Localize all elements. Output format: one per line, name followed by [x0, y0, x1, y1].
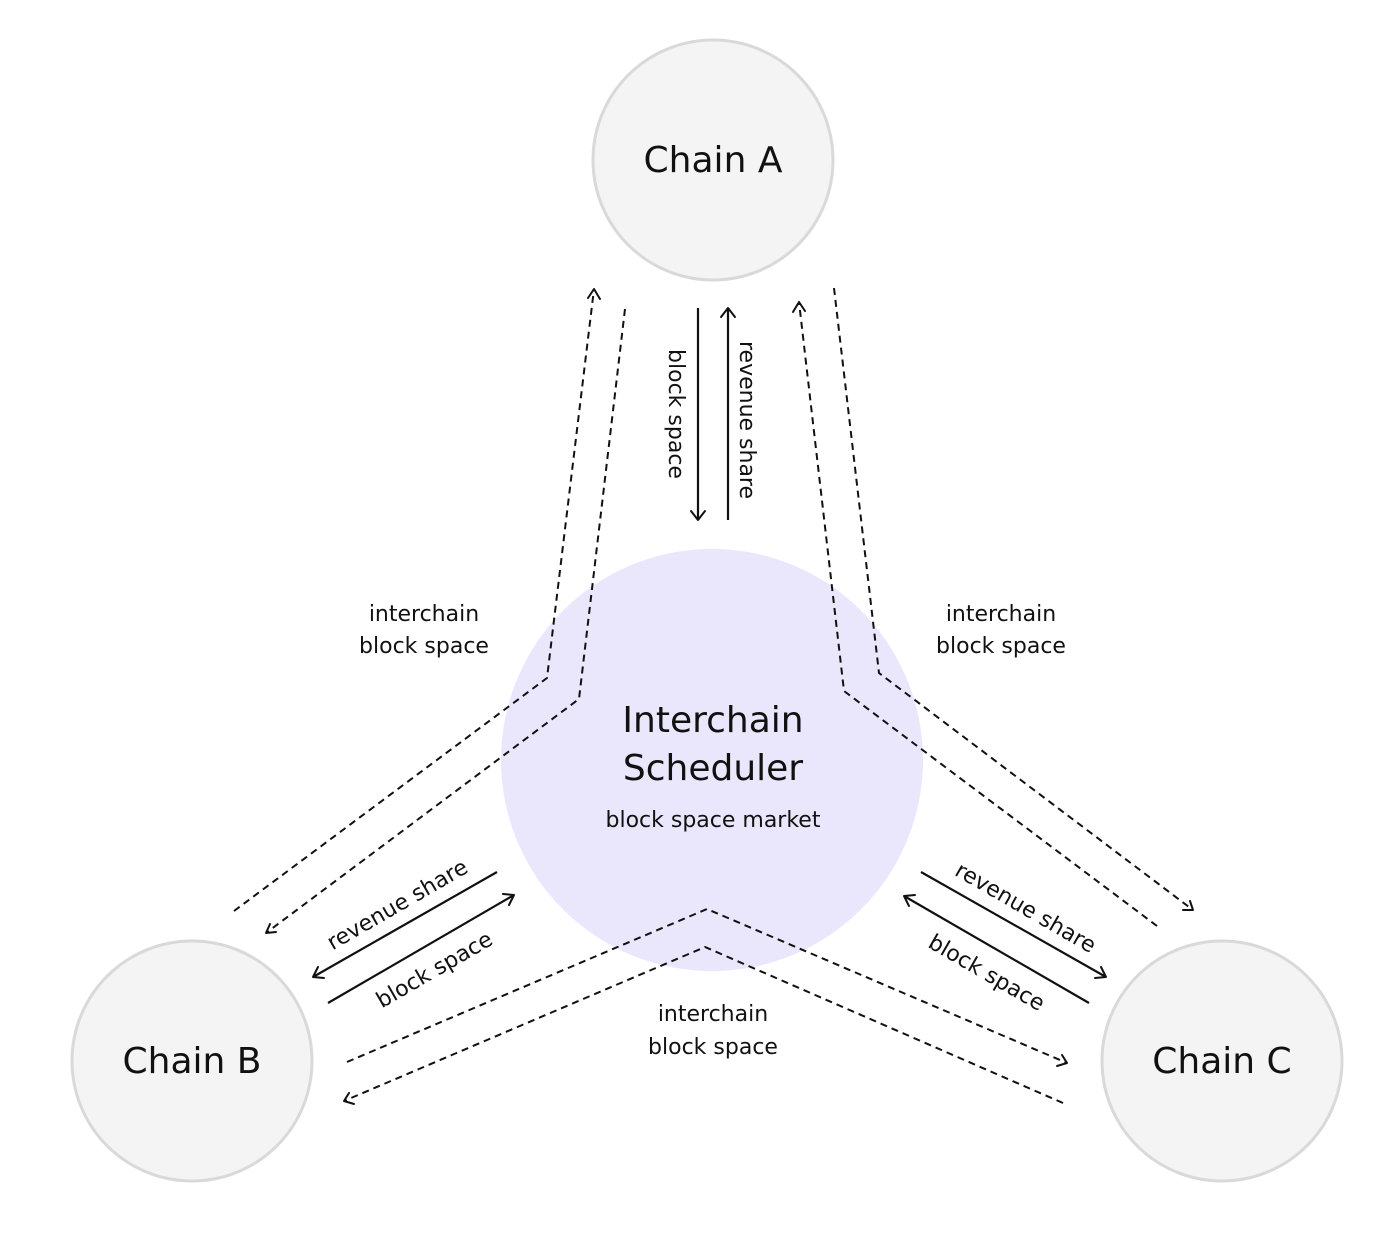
interchain-left-label-line1: interchain — [369, 602, 479, 627]
chain-b-node — [70, 939, 314, 1183]
interchain-right-label-line2: block space — [936, 634, 1066, 659]
interchain-b-to-c-arrow — [346, 907, 1068, 1067]
interchain-right-label-line1: interchain — [946, 602, 1056, 627]
scheduler-node — [501, 549, 923, 971]
interchain-b-to-a-arrow — [233, 288, 601, 912]
interchain-bottom-label-line1: interchain — [658, 1002, 768, 1027]
a-block-space-label: block space — [663, 349, 688, 479]
chain-b-label: Chain B — [123, 1041, 262, 1082]
b-revenue-share-arrow — [312, 871, 498, 979]
interchain-a-to-b-arrow — [265, 308, 626, 934]
a-block-space-arrow — [690, 308, 706, 521]
interchain-c-to-a-arrow — [792, 301, 1158, 927]
scheduler-subtitle: block space market — [606, 808, 821, 833]
interchain-a-to-c-arrow — [833, 287, 1194, 911]
interchain-left-label-line2: block space — [359, 634, 489, 659]
c-revenue-share-label: revenue share — [951, 858, 1100, 959]
b-block-space-arrow — [327, 893, 515, 1004]
scheduler-title-line1: Interchain — [622, 700, 803, 741]
interchain-c-to-b-arrow — [343, 945, 1064, 1105]
interchain-bottom-label-line2: block space — [648, 1035, 778, 1060]
chain-a-node — [591, 38, 835, 282]
a-revenue-share-label: revenue share — [734, 341, 759, 499]
b-revenue-share-label: revenue share — [323, 855, 472, 956]
scheduler-title-line2: Scheduler — [623, 748, 803, 789]
c-block-space-arrow — [903, 894, 1090, 1004]
chain-a-label: Chain A — [644, 140, 783, 181]
a-revenue-share-arrow — [720, 307, 736, 520]
chain-c-node — [1100, 939, 1344, 1183]
chain-c-label: Chain C — [1152, 1041, 1291, 1082]
c-revenue-share-arrow — [920, 871, 1107, 979]
